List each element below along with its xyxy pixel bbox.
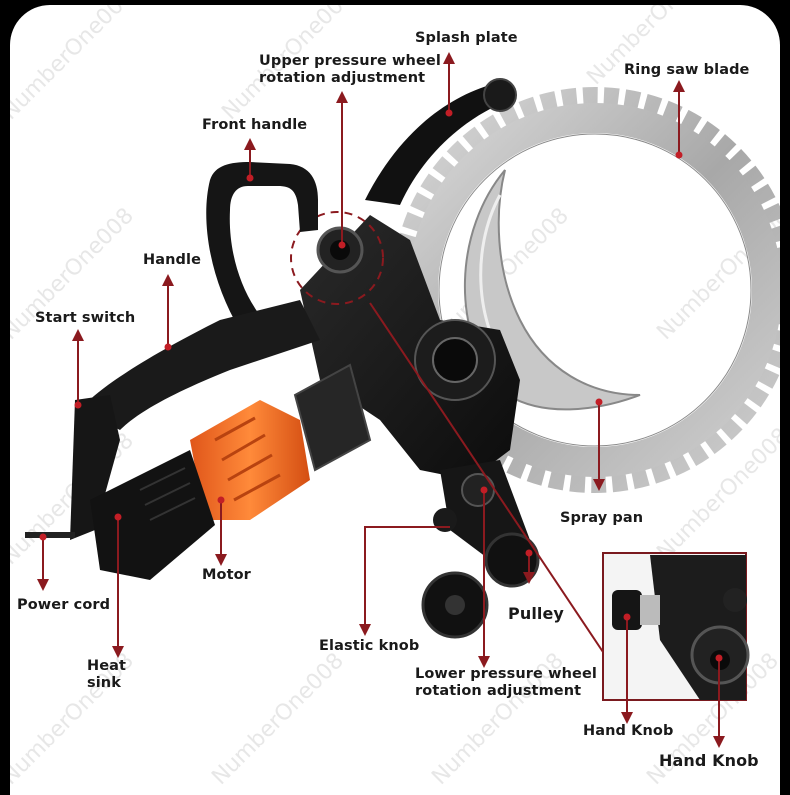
label-line: rotation adjustment: [259, 70, 426, 86]
label-spray-pan: Spray pan: [560, 510, 644, 526]
lower-pressure-knob: [461, 473, 495, 507]
label-line: Heat: [87, 658, 127, 674]
label-handle: Handle: [143, 252, 202, 268]
label-pulley: Pulley: [508, 604, 564, 623]
gear-housing: [300, 215, 520, 480]
label-line: Lower pressure wheel: [415, 666, 597, 682]
label-power-cord: Power cord: [17, 597, 111, 613]
callout-dots: [39, 109, 723, 662]
front-handle: [206, 162, 318, 330]
elastic-knob-body: [433, 508, 457, 532]
label-splash-plate: Splash plate: [415, 30, 518, 46]
ring-saw-illustration: [25, 52, 780, 748]
label-heat-sink: Heat sink: [87, 658, 126, 692]
label-hand-knob-left: Hand Knob: [583, 723, 674, 739]
label-lower-pressure-wheel: Lower pressure wheel rotation adjustment: [415, 666, 597, 700]
diagram-canvas: NumberOne008 NumberOne008 NumberOne008 N…: [10, 5, 780, 795]
heat-sink: [90, 450, 215, 580]
label-line: Upper pressure wheel: [259, 53, 441, 69]
label-elastic-knob: Elastic knob: [319, 638, 420, 654]
label-start-switch: Start switch: [35, 310, 136, 326]
callout-lines: [37, 52, 725, 748]
label-motor: Motor: [202, 567, 251, 583]
motor: [190, 400, 310, 520]
inset-hand-knobs: [602, 552, 750, 701]
label-line: sink: [87, 675, 121, 691]
splash-plate: [365, 85, 510, 205]
label-line: rotation adjustment: [415, 683, 582, 699]
label-front-handle: Front handle: [202, 117, 308, 133]
label-hand-knob-right: Hand Knob: [659, 751, 759, 770]
label-ring-saw-blade: Ring saw blade: [624, 62, 750, 78]
spray-pan: [463, 169, 641, 411]
rear-handle: [80, 300, 320, 430]
label-upper-pressure-wheel: Upper pressure wheel rotation adjustment: [259, 53, 441, 87]
